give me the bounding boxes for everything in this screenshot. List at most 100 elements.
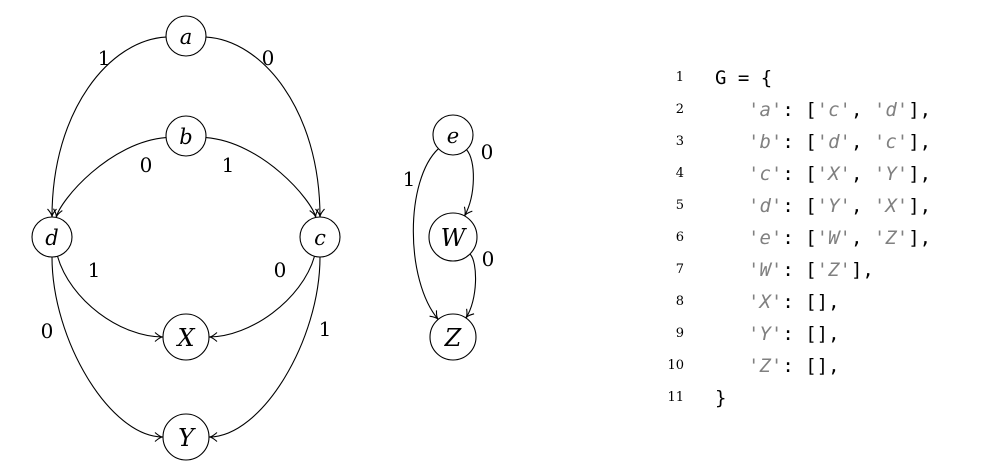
node-c: c bbox=[299, 216, 341, 258]
node-label: Z bbox=[444, 324, 463, 352]
edge-label: 1 bbox=[98, 46, 111, 70]
node-circle bbox=[165, 15, 207, 57]
code-text: 'Y': [], bbox=[748, 318, 840, 350]
string-literal: 'W' bbox=[748, 259, 783, 281]
code-text: G = { bbox=[715, 62, 772, 94]
string-literal: 'Z' bbox=[816, 259, 851, 281]
string-literal: 'c' bbox=[748, 163, 783, 185]
node-e: e bbox=[432, 114, 474, 156]
code-text: 'X': [], bbox=[748, 286, 840, 318]
line-number: 8 bbox=[675, 294, 684, 309]
edge-label: 0 bbox=[482, 247, 495, 271]
node-label: e bbox=[447, 124, 459, 148]
string-literal: 'c' bbox=[816, 99, 851, 121]
node-Z: Z bbox=[429, 313, 477, 361]
code-token: ], bbox=[908, 131, 932, 153]
string-literal: 'e' bbox=[748, 227, 783, 249]
line-number: 4 bbox=[675, 166, 684, 181]
string-literal: 'Y' bbox=[816, 195, 851, 217]
string-literal: 'W' bbox=[816, 227, 851, 249]
string-literal: 'd' bbox=[748, 195, 783, 217]
edge-b-c: 1 bbox=[205, 137, 319, 218]
string-literal: 'Z' bbox=[873, 227, 909, 249]
string-literal: 'c' bbox=[873, 131, 909, 153]
edge-d-X: 1 bbox=[56, 256, 164, 342]
code-token: ], bbox=[908, 99, 932, 121]
code-token: : [ bbox=[782, 163, 817, 185]
string-literal: 'Y' bbox=[873, 163, 909, 185]
node-circle bbox=[299, 216, 341, 258]
code-text: 'd': ['Y', 'X'], bbox=[748, 190, 931, 222]
node-circle bbox=[165, 115, 207, 157]
edge-line bbox=[51, 36, 167, 218]
string-literal: 'a' bbox=[748, 99, 783, 121]
node-label: a bbox=[180, 25, 193, 49]
code-token: : [ bbox=[782, 259, 817, 281]
line-number: 5 bbox=[675, 198, 684, 213]
code-token: : [ bbox=[782, 195, 817, 217]
code-token: , bbox=[850, 227, 874, 249]
node-circle bbox=[162, 413, 210, 461]
code-token: ], bbox=[908, 227, 932, 249]
edge-line bbox=[412, 148, 439, 320]
edge-line bbox=[55, 137, 167, 218]
node-label: b bbox=[179, 125, 192, 149]
code-token: ], bbox=[850, 259, 874, 281]
edge-label: 0 bbox=[41, 319, 54, 343]
edge-label: 0 bbox=[274, 258, 287, 282]
edge-line bbox=[208, 256, 321, 438]
code-token: : [], bbox=[782, 291, 840, 313]
line-number: 11 bbox=[667, 390, 684, 405]
arrow-head-icon bbox=[429, 310, 439, 320]
code-text: 'Z': [], bbox=[748, 350, 840, 382]
code-token: , bbox=[850, 163, 874, 185]
code-text: } bbox=[715, 382, 726, 414]
string-literal: 'd' bbox=[816, 131, 851, 153]
edge-c-X: 0 bbox=[208, 256, 316, 342]
node-circle bbox=[162, 313, 210, 361]
node-Y: Y bbox=[162, 413, 210, 461]
node-label: c bbox=[314, 226, 326, 250]
edge-line bbox=[205, 137, 317, 218]
edge-line bbox=[51, 256, 164, 438]
line-number: 7 bbox=[675, 262, 684, 277]
edge-line bbox=[205, 36, 321, 218]
string-literal: 'Z' bbox=[748, 355, 783, 377]
edge-c-Y: 1 bbox=[208, 256, 332, 442]
string-literal: 'Y' bbox=[748, 323, 783, 345]
edge-label: 0 bbox=[262, 46, 275, 70]
code-token: : [], bbox=[782, 355, 840, 377]
node-b: b bbox=[165, 115, 207, 157]
line-number: 1 bbox=[675, 70, 684, 85]
node-circle bbox=[428, 212, 478, 262]
edge-label: 1 bbox=[403, 167, 416, 191]
line-number: 9 bbox=[675, 326, 684, 341]
code-text: 'e': ['W', 'Z'], bbox=[748, 222, 931, 254]
edge-line bbox=[208, 256, 316, 338]
line-number: 10 bbox=[667, 358, 684, 373]
edge-line bbox=[464, 149, 474, 217]
code-text: 'W': ['Z'], bbox=[748, 254, 874, 286]
edge-line bbox=[56, 256, 164, 338]
line-number: 3 bbox=[675, 134, 684, 149]
code-token: : [ bbox=[782, 131, 817, 153]
edge-label: 1 bbox=[222, 153, 235, 177]
node-label: X bbox=[175, 324, 195, 352]
code-token: ], bbox=[908, 163, 932, 185]
code-text: 'b': ['d', 'c'], bbox=[748, 126, 931, 158]
code-token: ], bbox=[908, 195, 932, 217]
edge-label: 1 bbox=[319, 317, 332, 341]
node-label: d bbox=[45, 226, 58, 250]
code-token: } bbox=[715, 387, 727, 409]
string-literal: 'b' bbox=[748, 131, 783, 153]
code-token: : [ bbox=[782, 99, 817, 121]
line-number: 2 bbox=[675, 102, 684, 117]
code-token: : [ bbox=[782, 227, 817, 249]
line-number: 6 bbox=[675, 230, 684, 245]
code-token: , bbox=[850, 195, 874, 217]
code-token: : [], bbox=[782, 323, 840, 345]
node-label: W bbox=[441, 224, 468, 252]
edge-W-Z: 0 bbox=[465, 247, 495, 319]
node-a: a bbox=[165, 15, 207, 57]
edge-label: 0 bbox=[140, 153, 153, 177]
